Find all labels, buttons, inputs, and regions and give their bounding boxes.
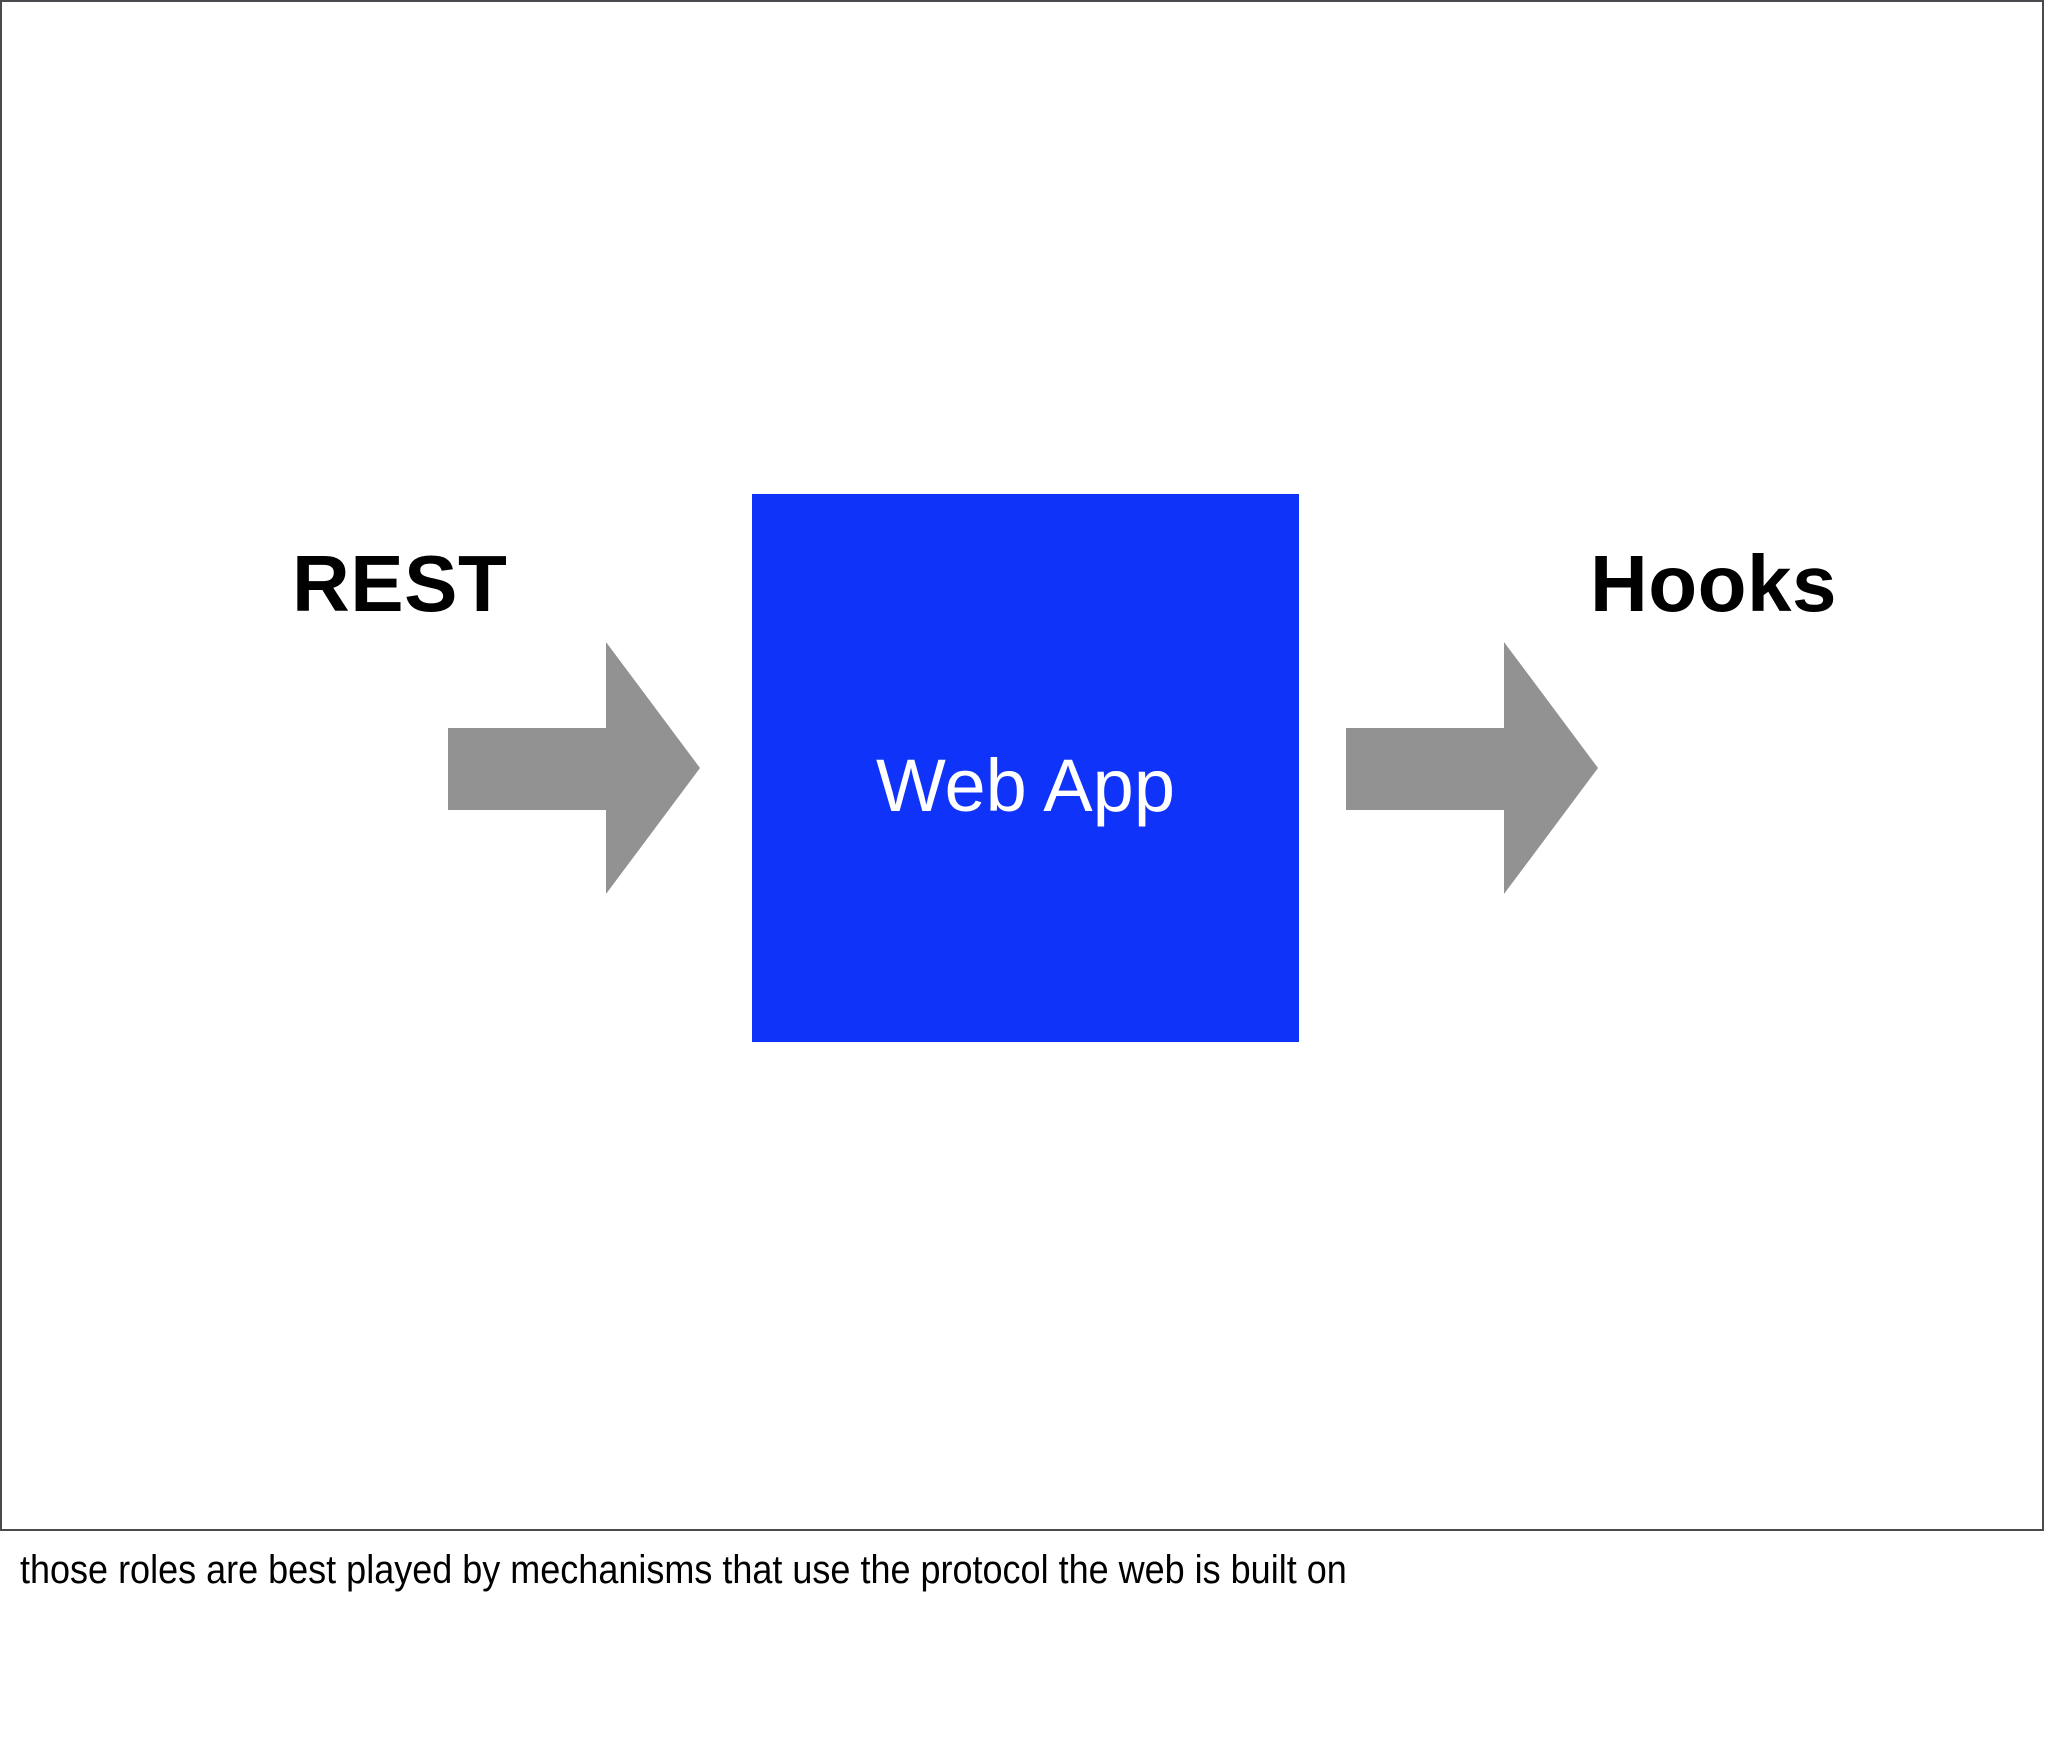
- rest-arrow-icon: [446, 640, 702, 896]
- web-app-node: Web App: [752, 494, 1299, 1042]
- diagram-label-hooks: Hooks: [1590, 539, 1837, 628]
- hooks-arrow-icon: [1344, 640, 1600, 896]
- diagram-label-rest: REST: [292, 539, 508, 628]
- web-app-node-label: Web App: [876, 744, 1175, 827]
- slide-caption: those roles are best played by mechanism…: [20, 1548, 1347, 1592]
- slide-frame: REST Web App Hooks: [0, 0, 2044, 1531]
- diagram-canvas: REST Web App Hooks: [2, 2, 2042, 1529]
